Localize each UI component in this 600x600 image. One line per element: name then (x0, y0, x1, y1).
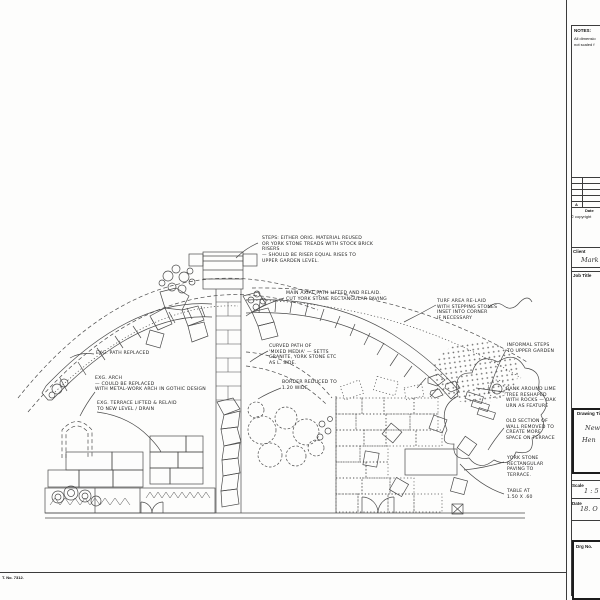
annotation-steps: STEPS: EITHER ORIG. MATERIAL REUSED OR Y… (262, 236, 374, 264)
crazy-paving-lower (216, 397, 242, 508)
titleblock-left-border (571, 25, 572, 596)
existing-arch (61, 421, 93, 458)
rev-line (571, 195, 600, 196)
plant-scribbles (48, 264, 267, 507)
rev-line (571, 201, 600, 202)
annotation-informal-steps: INFORMAL STEPS TO UPPER GARDEN (507, 343, 555, 354)
drawing-title-box (572, 408, 600, 474)
rev-line (571, 183, 600, 184)
drain-symbol (451, 503, 464, 515)
drawing-title-line2: Hen (582, 436, 596, 444)
annotation-bank: BANK AROUND LIME TREE RESHAPED WITH ROCK… (506, 387, 556, 410)
rev-line (571, 189, 600, 190)
annotation-axial-path: MAIN AXIAL PATH LIFTED AND RELAID. CUT Y… (286, 291, 387, 302)
job-title-label: Job Title (573, 273, 592, 278)
scale-box-top (571, 480, 600, 481)
shrub-border (247, 401, 333, 468)
annotation-border: BORDER REDUCED TO 1.20 WIDE (282, 380, 337, 391)
steps-plan (188, 251, 258, 290)
copyright-note: © copyright (571, 214, 592, 219)
house-wall-line (45, 512, 525, 519)
drg-no-box (572, 540, 600, 600)
crazy-paving-upper (145, 287, 279, 349)
revision-letter: A (575, 201, 578, 207)
date-value: 18. O (580, 505, 598, 513)
notes-line-1: All dimensio (574, 36, 596, 41)
french-doors (140, 496, 395, 514)
terrace-paving (335, 375, 443, 513)
rev-line (571, 207, 600, 208)
annotation-turf: TURF AREA RE-LAID WITH STEPPING STONES I… (437, 299, 498, 322)
date-box-top (571, 498, 600, 499)
date-box-bottom (571, 520, 600, 521)
annotation-curved-path: CURVED PATH OF 'MIXED MEDIA' — SETTS GRA… (269, 344, 337, 367)
table-and-chairs (362, 414, 478, 498)
rev-line (571, 177, 600, 178)
revision-date-label: Date (585, 208, 594, 213)
drawing-title-line1: New (585, 424, 600, 432)
drawing-title-label: Drawing Ti (577, 411, 600, 416)
jobtitle-box-top (571, 271, 600, 272)
client-value: Mark (581, 256, 599, 264)
scale-label: Scale (572, 483, 584, 488)
client-box-top (571, 247, 600, 248)
drg-no-label: Drg No. (576, 544, 593, 549)
main-axial-path (215, 289, 242, 513)
annotation-table: TABLE AT 1.50 X .60 (507, 489, 533, 500)
client-box-bottom (571, 267, 600, 268)
date-label: Date (572, 501, 582, 506)
planting-band (44, 487, 216, 514)
annotation-exg-terrace: EXG. TERRACE LIFTED & RELAID TO NEW LEVE… (97, 401, 177, 412)
notes-line-2: not scaled f (574, 42, 595, 47)
scale-value: 1 : 5 (584, 487, 599, 495)
rev-divider (582, 177, 583, 207)
client-label: Client (573, 249, 586, 254)
sheet-border-vertical (566, 0, 567, 600)
notes-title: NOTES: (574, 28, 592, 33)
annotation-wall-removed: OLD SECTION OF WALL REMOVED TO CREATE MO… (506, 419, 555, 442)
curved-mixed-path (245, 351, 333, 405)
annotation-exg-path: EXG. PATH REPLACED (96, 351, 150, 356)
annotation-exg-arch: EXG. ARCH — COULD BE REPLACED WITH METAL… (95, 376, 206, 393)
notes-box-top (571, 25, 600, 26)
form-number: T. No. 7312. (2, 575, 24, 580)
sheet-border-bottom (0, 572, 566, 573)
annotation-york-paving: YORK STONE RECTANGULAR PAVING TO TERRACE… (507, 456, 544, 479)
left-paving (47, 435, 204, 488)
